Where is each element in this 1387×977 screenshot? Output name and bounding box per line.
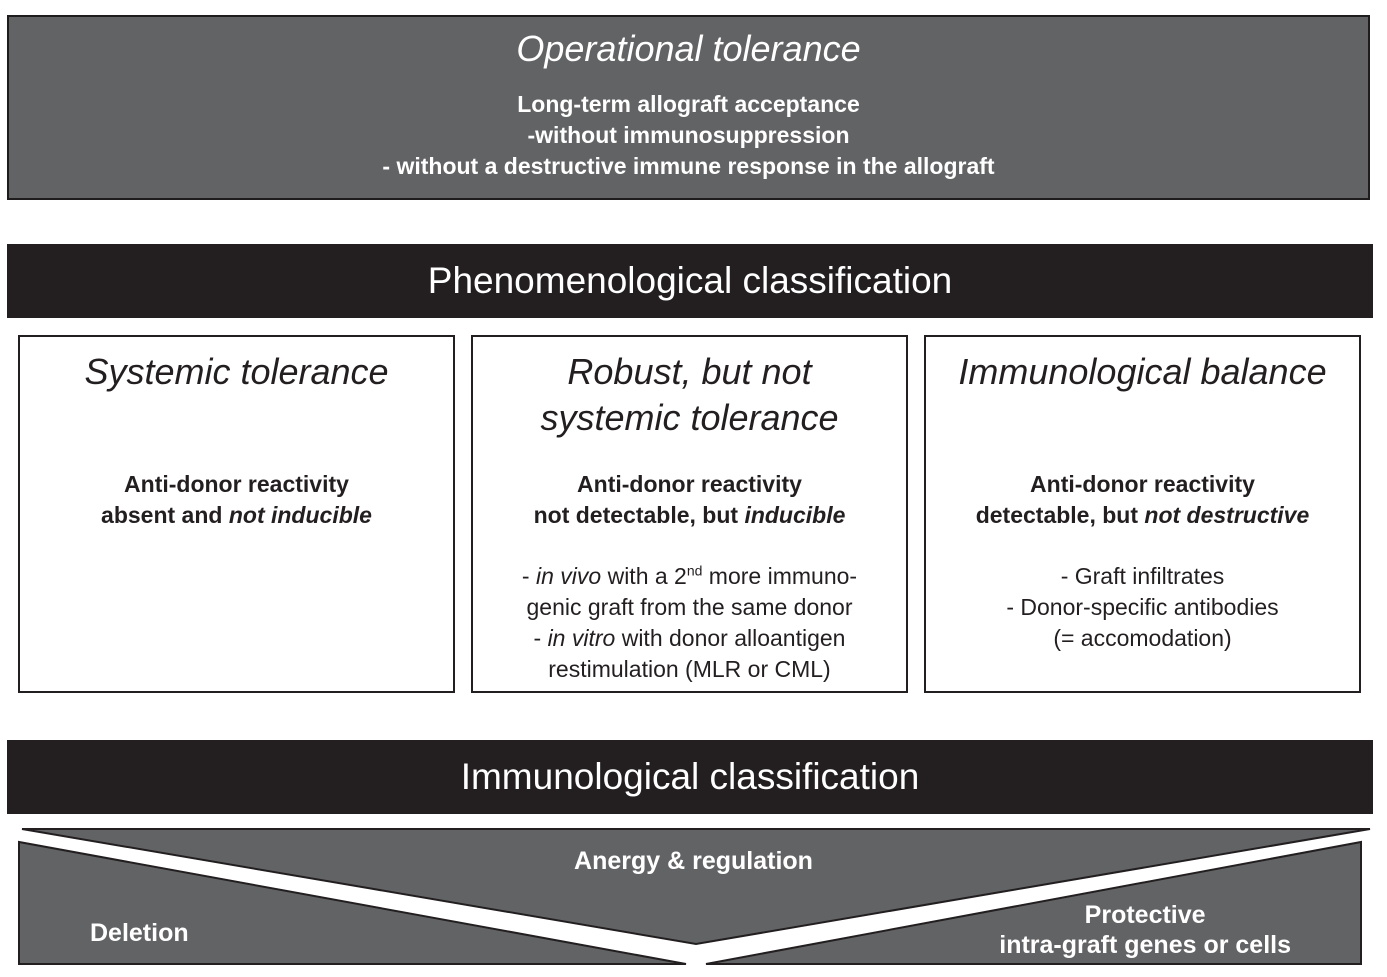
card-details: - Graft infiltrates - Donor-specific ant… (926, 561, 1359, 654)
detail-line-2: genic graft from the same donor (526, 594, 853, 620)
detail-line-3: - in vitro with donor alloantigen (473, 623, 906, 654)
detail-text: more immuno- (702, 563, 858, 589)
reactivity-plain: absent and (101, 502, 229, 528)
detail-italic: in vivo (535, 563, 602, 589)
deletion-label: Deletion (90, 919, 189, 947)
robust-tolerance-card: Robust, but not systemic tolerance Anti-… (471, 335, 908, 693)
card-reactivity: Anti-donor reactivity absent and not ind… (20, 469, 453, 531)
detail-line-3: (= accomodation) (1053, 625, 1232, 651)
mechanism-diagram (18, 828, 1371, 965)
detail-line-1: - Graft infiltrates (1060, 563, 1225, 589)
protective-label: Protective intra-graft genes or cells (999, 900, 1291, 960)
reactivity-line-2: not detectable, but inducible (473, 500, 906, 531)
protective-line-2: intra-graft genes or cells (999, 931, 1291, 959)
definition-line-2: -without immunosuppression (527, 122, 850, 148)
anergy-regulation-label: Anergy & regulation (574, 847, 813, 875)
card-reactivity: Anti-donor reactivity detectable, but no… (926, 469, 1359, 531)
detail-text: with a 2 (601, 563, 687, 589)
card-reactivity: Anti-donor reactivity not detectable, bu… (473, 469, 906, 531)
card-title-line: Systemic tolerance (84, 351, 389, 392)
card-title: Immunological balance (926, 349, 1359, 395)
card-title: Systemic tolerance (20, 349, 453, 395)
reactivity-italic: not inducible (228, 502, 372, 528)
detail-text: with donor alloantigen (615, 625, 846, 651)
operational-tolerance-box: Operational tolerance Long-term allograf… (7, 15, 1370, 200)
protective-line-1: Protective (1084, 901, 1206, 929)
protective-region (705, 840, 1362, 965)
detail-prefix: - (521, 563, 536, 589)
operational-tolerance-definition: Long-term allograft acceptance -without … (9, 89, 1368, 182)
reactivity-plain: not detectable, but (533, 502, 745, 528)
immunological-classification-header: Immunological classification (7, 740, 1373, 814)
detail-prefix: - (533, 625, 548, 651)
detail-italic: in vitro (547, 625, 616, 651)
definition-line-3: - without a destructive immune response … (382, 153, 995, 179)
reactivity-line-2: absent and not inducible (20, 500, 453, 531)
reactivity-line-1: Anti-donor reactivity (577, 471, 802, 497)
card-title-line-2: systemic tolerance (540, 397, 839, 438)
immunological-balance-card: Immunological balance Anti-donor reactiv… (924, 335, 1361, 693)
definition-line-1: Long-term allograft acceptance (517, 91, 860, 117)
reactivity-line-2: detectable, but not destructive (926, 500, 1359, 531)
card-title: Robust, but not systemic tolerance (473, 349, 906, 441)
systemic-tolerance-card: Systemic tolerance Anti-donor reactivity… (18, 335, 455, 693)
reactivity-line-1: Anti-donor reactivity (124, 471, 349, 497)
phenomenological-classification-header: Phenomenological classification (7, 244, 1373, 318)
reactivity-italic: inducible (744, 502, 846, 528)
reactivity-plain: detectable, but (975, 502, 1145, 528)
deletion-region (18, 840, 687, 965)
card-title-line: Immunological balance (958, 351, 1327, 392)
anergy-regulation-wedge (21, 828, 1371, 946)
detail-line-1: - in vivo with a 2nd more immuno- (473, 561, 906, 592)
operational-tolerance-title: Operational tolerance (516, 28, 861, 69)
card-title-line-1: Robust, but not (567, 351, 812, 392)
detail-superscript: nd (686, 562, 703, 579)
reactivity-line-1: Anti-donor reactivity (1030, 471, 1255, 497)
detail-line-2: - Donor-specific antibodies (1006, 594, 1279, 620)
reactivity-italic: not destructive (1144, 502, 1310, 528)
detail-line-4: restimulation (MLR or CML) (548, 656, 831, 682)
card-details: - in vivo with a 2nd more immuno- genic … (473, 561, 906, 685)
